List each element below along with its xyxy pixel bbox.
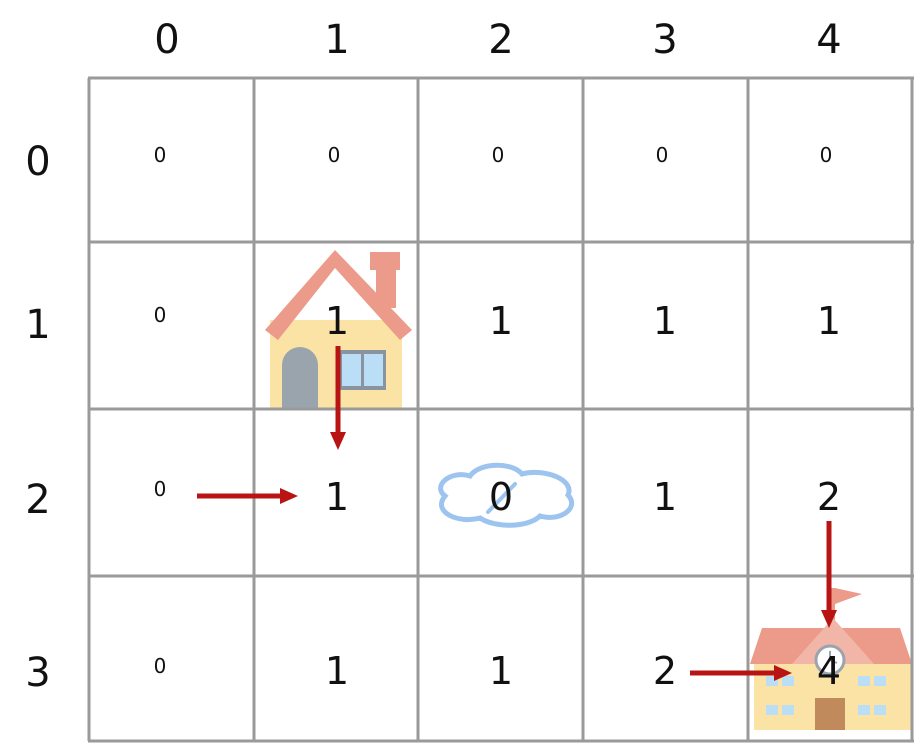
arrow-down-2	[821, 521, 837, 628]
row-header-0: 0	[25, 139, 51, 185]
cell-3-0: 0	[153, 654, 167, 678]
cell-3-1: 1	[324, 649, 350, 693]
cell-0-3: 0	[655, 143, 669, 167]
cell-2-2: 0	[488, 475, 514, 519]
cell-0-1: 0	[327, 143, 341, 167]
column-header-1: 1	[324, 17, 350, 63]
cell-0-4: 0	[819, 143, 833, 167]
cell-1-2: 1	[488, 299, 514, 343]
cell-3-4: 4	[816, 649, 842, 693]
row-header-1: 1	[25, 302, 51, 348]
cell-2-1: 1	[324, 475, 350, 519]
row-header-3: 3	[25, 650, 51, 696]
cell-1-1: 1	[324, 299, 350, 343]
column-header-2: 2	[488, 17, 514, 63]
cell-0-0: 0	[153, 143, 167, 167]
arrow-down-1	[330, 346, 346, 450]
arrow-right-2	[690, 665, 792, 681]
cell-2-3: 1	[652, 475, 678, 519]
cell-0-2: 0	[491, 143, 505, 167]
column-header-4: 4	[816, 17, 842, 63]
cell-3-2: 1	[488, 649, 514, 693]
cell-2-0: 0	[153, 477, 167, 501]
cell-2-4: 2	[816, 475, 842, 519]
arrow-right-1	[197, 488, 298, 504]
puddle-icon	[438, 462, 574, 528]
cell-1-0: 0	[153, 303, 167, 327]
row-header-2: 2	[25, 477, 51, 523]
cell-3-3: 2	[652, 649, 678, 693]
cell-1-4: 1	[816, 299, 842, 343]
column-header-3: 3	[652, 17, 678, 63]
column-header-0: 0	[154, 17, 180, 63]
cell-1-3: 1	[652, 299, 678, 343]
